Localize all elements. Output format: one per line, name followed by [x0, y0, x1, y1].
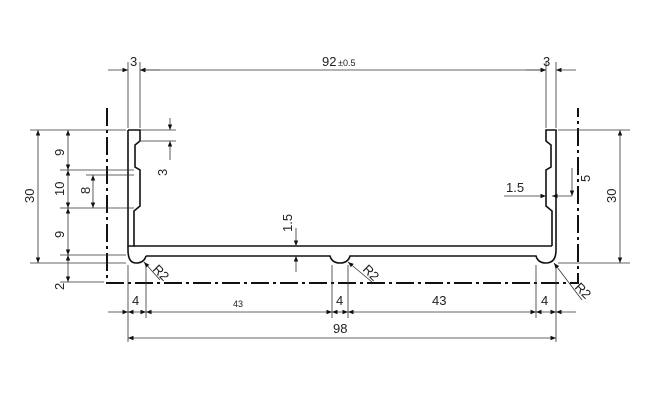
dim-right-wall-thickness: 1.5 [506, 180, 524, 195]
outer-channel-phantom [106, 108, 579, 284]
dim-bottom-mid-rib: 4 [336, 293, 343, 308]
right-dimension-lines [504, 130, 623, 263]
dim-left-overall-height: 30 [22, 189, 37, 203]
aluminum-profile-outline [127, 129, 557, 264]
dim-overall-width: 98 [333, 321, 347, 336]
radius-leaders [143, 261, 583, 301]
dim-groove-depth: 8 [78, 187, 93, 194]
dim-left-bottom-segment: 9 [52, 231, 67, 238]
dim-lip-depth: 3 [155, 169, 170, 176]
dim-bottom-left-rib: 4 [132, 293, 139, 308]
dim-top-right-wall: 3 [543, 54, 550, 69]
dim-bottom-left-span: 43 [233, 299, 243, 309]
dim-top-overall-tolerance: ±0.5 [338, 58, 355, 68]
dim-bottom-right-rib: 4 [541, 293, 548, 308]
dim-right-small: 5 [578, 175, 593, 182]
dim-left-base-offset: 2 [52, 283, 67, 290]
dim-top-overall: 92 [322, 54, 336, 69]
extension-lines [30, 62, 630, 342]
dim-bottom-right-span: 43 [432, 293, 446, 308]
bottom-dimension-lines [108, 309, 576, 341]
dim-left-top-segment: 9 [52, 149, 67, 156]
dim-left-mid-segment: 10 [52, 182, 67, 196]
radius-middle-label: R2 [360, 262, 382, 284]
radius-left-label: R2 [150, 262, 172, 284]
dim-right-overall-height: 30 [604, 189, 619, 203]
dim-top-left-wall: 3 [130, 54, 137, 69]
left-dimension-lines [35, 118, 176, 282]
dim-base-thickness: 1.5 [280, 214, 295, 232]
